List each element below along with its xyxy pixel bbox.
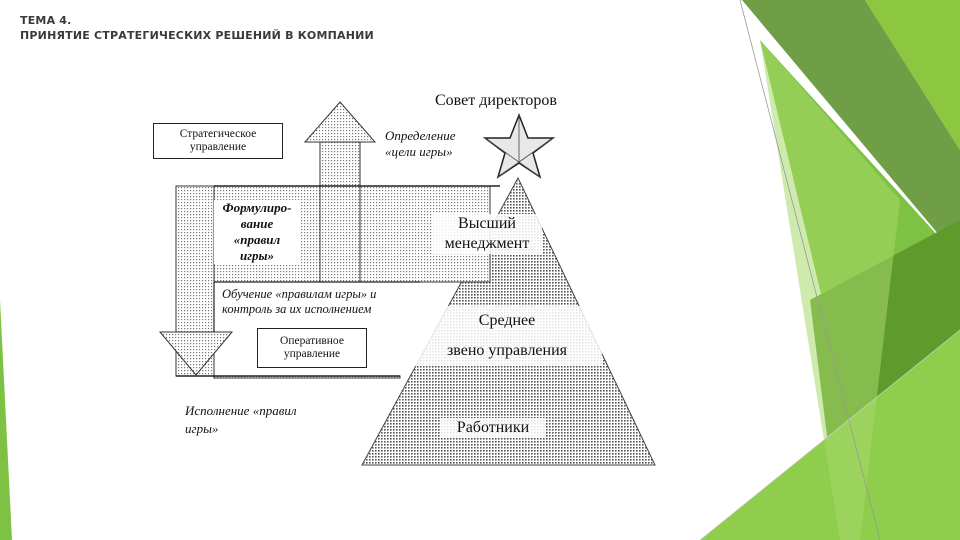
workers-label: Работники	[440, 418, 546, 438]
rules-formulation-label: Формулиро- вание «правил игры»	[214, 200, 300, 264]
down-arrow-head	[158, 331, 234, 376]
middle-management-line-2: звено управления	[446, 342, 568, 359]
slide-title-line-2: ПРИНЯТИЕ СТРАТЕГИЧЕСКИХ РЕШЕНИЙ В КОМПАН…	[20, 29, 374, 42]
strategic-management-line-1: Стратегическое	[179, 128, 257, 140]
middle-management-line-1: Среднее	[478, 312, 536, 329]
slide-title: ТЕМА 4. ПРИНЯТИЕ СТРАТЕГИЧЕСКИХ РЕШЕНИЙ …	[20, 13, 374, 43]
training-line-1: Обучение «правилам игры» и	[222, 287, 377, 301]
middle-management-label: Среднее звено управления	[412, 306, 602, 366]
green-band-dark	[742, 0, 960, 260]
left-green-sliver	[0, 300, 12, 540]
up-arrow-head	[303, 101, 377, 143]
operational-management-line-1: Оперативное	[280, 335, 344, 347]
rules-formulation-line-1: Формулиро-	[222, 200, 292, 215]
rules-formulation-line-2: вание	[240, 216, 274, 231]
rules-formulation-line-4: игры»	[239, 248, 275, 263]
execution-label: Исполнение «правил игры»	[185, 402, 297, 438]
top-management-line-1: Высший	[458, 215, 516, 232]
top-management-label: Высший менеджмент	[432, 214, 542, 254]
goal-definition-line-2: «цели игры»	[385, 144, 453, 159]
up-arrow-shaft	[319, 139, 361, 283]
slide-title-line-1: ТЕМА 4.	[20, 14, 72, 27]
execution-line-2: игры»	[185, 421, 219, 436]
operational-management-box: Оперативное управление	[257, 328, 367, 368]
strategic-management-line-2: управление	[189, 141, 247, 153]
operational-management-line-2: управление	[283, 348, 341, 360]
goal-definition-label: Определение «цели игры»	[385, 128, 456, 160]
goal-definition-line-1: Определение	[385, 128, 456, 143]
rules-formulation-line-3: «правил	[233, 232, 281, 247]
board-label: Совет директоров	[435, 92, 557, 109]
training-line-2: контроль за их исполнением	[222, 302, 372, 316]
top-management-line-2: менеджмент	[444, 235, 530, 252]
strategic-management-box: Стратегическое управление	[153, 123, 283, 159]
training-label: Обучение «правилам игры» и контроль за и…	[222, 287, 377, 317]
execution-line-1: Исполнение «правил	[185, 403, 297, 418]
